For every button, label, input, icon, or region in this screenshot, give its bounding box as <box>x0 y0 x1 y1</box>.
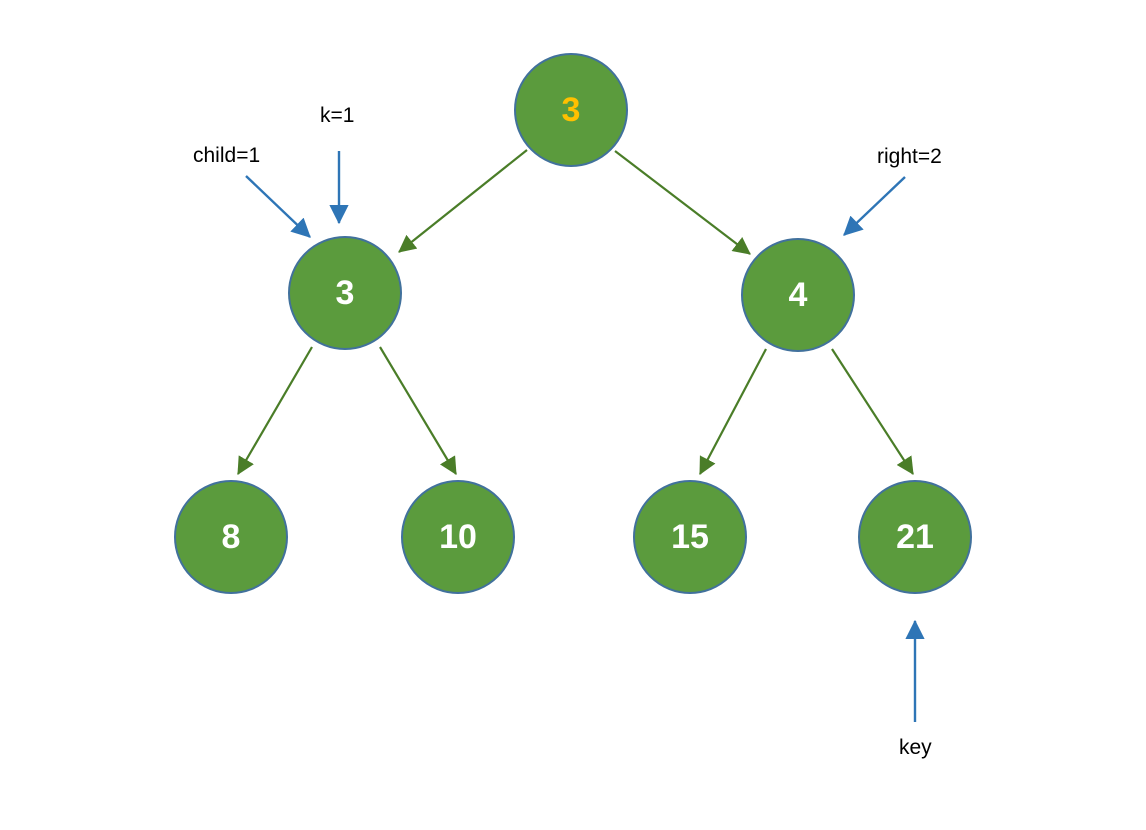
child-annotation-arrow <box>245 175 311 238</box>
tree-node-leaf-8: 8 <box>174 480 288 594</box>
tree-node-root-label: 3 <box>561 90 581 129</box>
edge-left-child-to-leaf-10 <box>379 346 457 475</box>
tree-node-leaf-21-label: 21 <box>896 517 934 556</box>
child-annotation-label: child=1 <box>193 144 261 167</box>
edge-right-child-to-leaf-21 <box>831 348 914 475</box>
tree-node-right-child: 4 <box>741 238 855 352</box>
tree-node-left-child: 3 <box>288 236 402 350</box>
tree-node-leaf-15: 15 <box>633 480 747 594</box>
edge-root-to-left-child <box>398 149 528 253</box>
tree-node-leaf-8-label: 8 <box>221 517 241 556</box>
key-annotation-label: key <box>899 736 932 759</box>
tree-node-right-child-label: 4 <box>788 275 808 314</box>
tree-node-leaf-10: 10 <box>401 480 515 594</box>
edge-left-child-to-leaf-8 <box>237 346 313 475</box>
edge-root-to-right-child <box>614 150 751 255</box>
tree-node-leaf-15-label: 15 <box>671 517 709 556</box>
k-annotation-label: k=1 <box>320 104 355 127</box>
tree-node-root: 3 <box>514 53 628 167</box>
tree-node-left-child-label: 3 <box>335 273 355 312</box>
tree-node-leaf-10-label: 10 <box>439 517 477 556</box>
right-annotation-label: right=2 <box>877 145 942 168</box>
right-annotation-arrow <box>843 176 906 236</box>
edge-right-child-to-leaf-15 <box>699 348 767 475</box>
tree-node-leaf-21: 21 <box>858 480 972 594</box>
